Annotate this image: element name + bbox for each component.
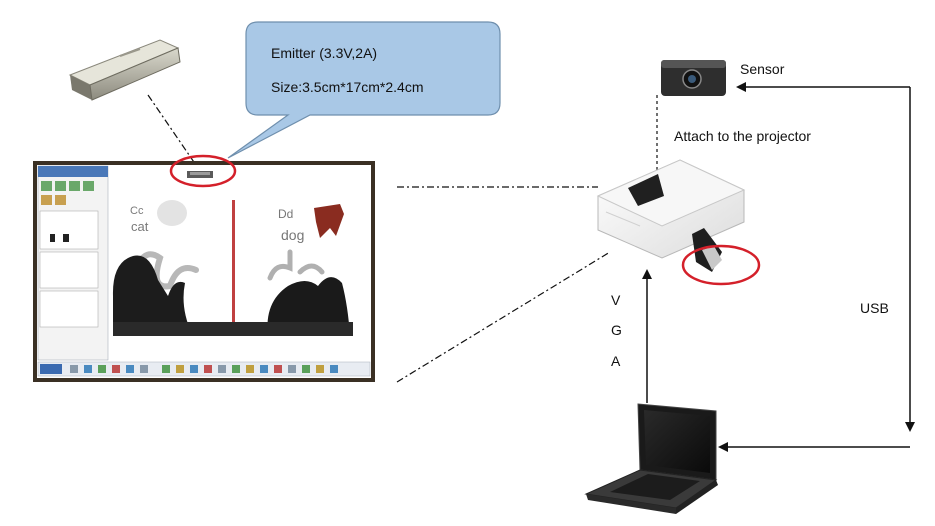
emitter-callout: Emitter (3.3V,2A) Size:3.5cm*17cm*2.4cm	[227, 21, 501, 159]
projector-sensor-highlight-ring	[681, 244, 761, 286]
callout-line-2: Size:3.5cm*17cm*2.4cm	[271, 79, 424, 95]
vga-letter-g: G	[611, 322, 622, 338]
callout-line-1: Emitter (3.3V,2A)	[271, 45, 377, 61]
usb-label: USB	[860, 300, 889, 316]
board-to-projector-line-bottom	[396, 251, 611, 383]
svg-text:cat: cat	[131, 219, 149, 234]
vga-letter-a: A	[611, 353, 621, 369]
attach-to-projector-label: Attach to the projector	[674, 128, 811, 144]
emitter-device-icon	[68, 39, 181, 101]
laptop-icon	[584, 403, 718, 514]
svg-text:dog: dog	[281, 227, 304, 243]
svg-text:Cc: Cc	[130, 205, 144, 217]
svg-text:Dd: Dd	[278, 207, 293, 221]
projector-icon	[596, 159, 746, 272]
whiteboard-image: Cc cat Dd dog	[33, 161, 375, 382]
emitter-highlight-ring	[169, 154, 237, 188]
sensor-label: Sensor	[740, 61, 785, 77]
vga-letter-v: V	[611, 292, 621, 308]
sensor-camera-icon	[661, 60, 726, 96]
